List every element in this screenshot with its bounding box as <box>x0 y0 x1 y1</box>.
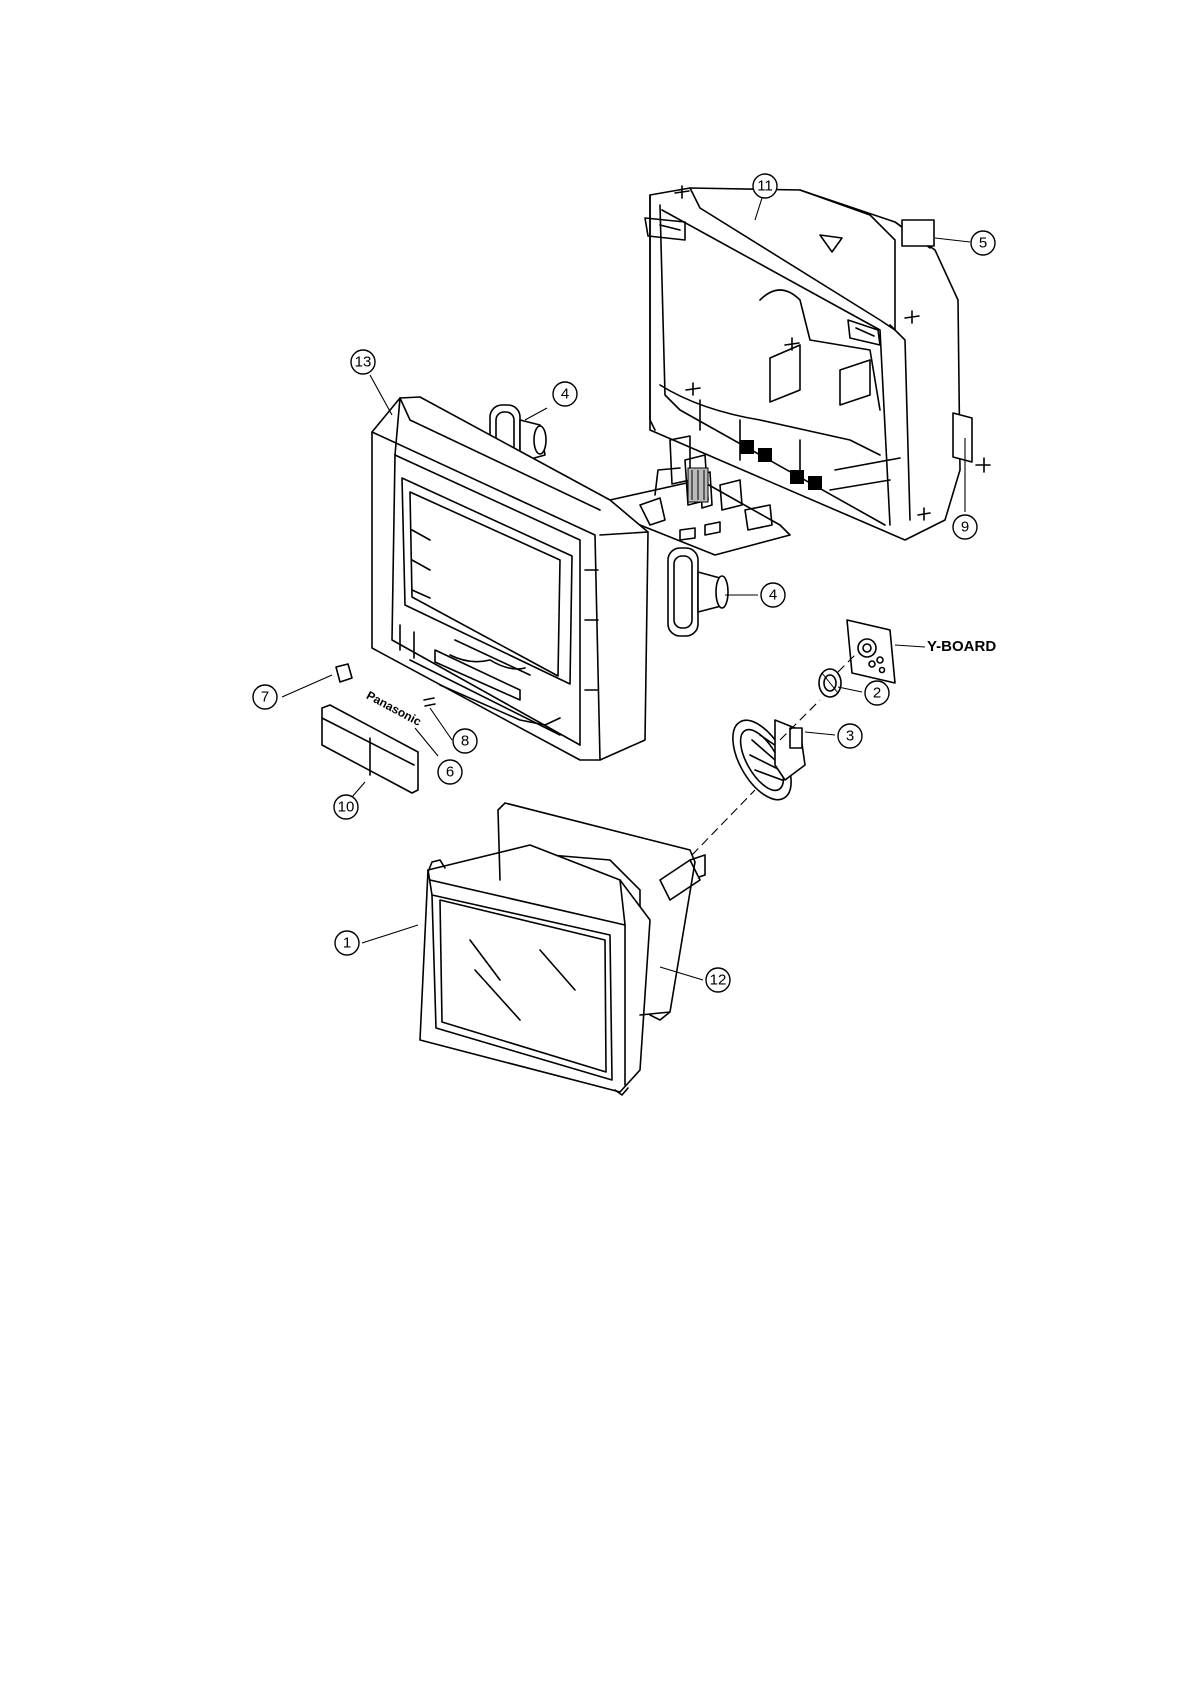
callout-4-lower: 4 <box>761 583 785 607</box>
deflection-yoke <box>721 711 805 809</box>
y-board-label: Y-BOARD <box>927 638 996 655</box>
callout-12: 12 <box>706 968 730 992</box>
svg-text:4: 4 <box>561 386 569 403</box>
svg-text:3: 3 <box>846 728 854 745</box>
speaker-lower <box>668 548 728 636</box>
front-cabinet <box>372 397 648 760</box>
power-knob-7 <box>336 664 352 682</box>
svg-text:1: 1 <box>343 935 351 952</box>
svg-text:2: 2 <box>873 685 881 702</box>
callout-8: 8 <box>453 729 477 753</box>
svg-text:4: 4 <box>769 587 777 604</box>
callout-4-upper: 4 <box>553 382 577 406</box>
callout-13: 13 <box>351 350 375 374</box>
callout-10: 10 <box>334 795 358 819</box>
callout-7: 7 <box>253 685 277 709</box>
svg-text:7: 7 <box>261 689 269 706</box>
callout-2: 2 <box>865 681 889 705</box>
callout-5: 5 <box>971 231 995 255</box>
svg-text:13: 13 <box>355 354 372 371</box>
callout-6: 6 <box>438 760 462 784</box>
purity-magnet <box>819 669 841 697</box>
svg-text:6: 6 <box>446 764 454 781</box>
svg-text:9: 9 <box>961 519 969 536</box>
callout-11: 11 <box>753 174 777 198</box>
picture-tube <box>420 845 705 1095</box>
svg-text:10: 10 <box>338 799 355 816</box>
y-board <box>847 620 895 683</box>
indicator-8 <box>424 698 435 706</box>
svg-text:8: 8 <box>461 733 469 750</box>
rating-plate-9 <box>953 413 972 462</box>
callout-1: 1 <box>335 931 359 955</box>
svg-text:12: 12 <box>710 972 727 989</box>
callout-3: 3 <box>838 724 862 748</box>
callout-9: 9 <box>953 515 977 539</box>
brand-badge: Panasonic <box>364 688 424 729</box>
label-plate-5 <box>902 220 934 246</box>
svg-text:5: 5 <box>979 235 987 252</box>
svg-text:11: 11 <box>757 178 773 195</box>
